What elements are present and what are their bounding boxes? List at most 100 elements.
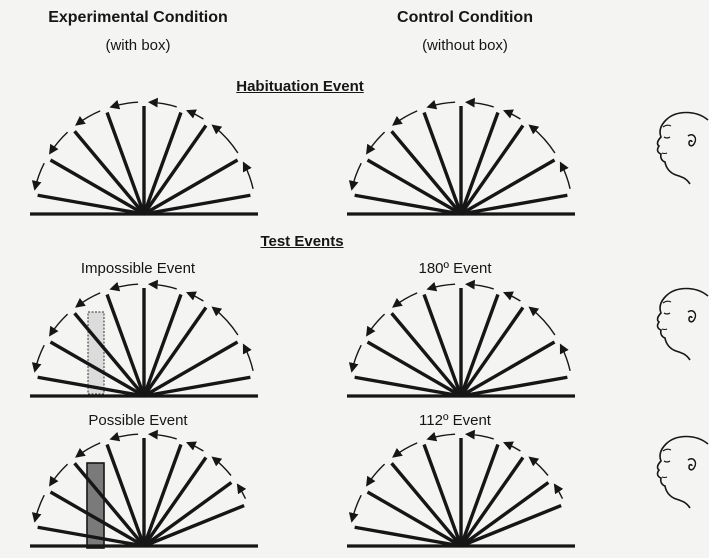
motion-arrow-icon <box>49 463 69 487</box>
impossible-event-diagram <box>30 279 258 398</box>
rotating-screen <box>142 124 208 215</box>
motion-arrow-icon <box>464 97 494 108</box>
rotating-screen <box>422 111 463 215</box>
head-outline <box>656 435 709 509</box>
rotating-screen <box>37 193 145 216</box>
impossible-event-label: Impossible Event <box>80 260 196 277</box>
motion-arrow-icon <box>464 279 494 290</box>
habituation-event-heading: Habituation Event <box>236 78 364 95</box>
motion-arrow-icon <box>348 494 362 523</box>
rotating-screen <box>390 312 463 398</box>
rotating-screen <box>49 158 145 216</box>
rotating-screen <box>354 193 462 216</box>
degree-112-event-label: 112º Event <box>419 412 491 429</box>
rotating-screen <box>460 503 562 548</box>
rotating-screen <box>459 306 525 397</box>
possible-event-diagram <box>30 429 258 549</box>
rotating-screen <box>459 124 525 215</box>
motion-arrow-icon <box>528 306 556 336</box>
motion-arrow-icon <box>109 431 139 442</box>
motion-arrow-icon <box>147 279 177 290</box>
rotating-screen <box>142 443 183 547</box>
motion-arrow-icon <box>31 162 45 191</box>
rotating-screen <box>460 158 556 216</box>
brow <box>662 300 672 304</box>
motion-arrow-icon <box>528 456 549 476</box>
motion-arrow-icon <box>49 131 69 155</box>
motion-arrow-icon <box>211 306 239 336</box>
motion-arrow-icon <box>185 441 204 452</box>
rotating-screen <box>142 456 208 547</box>
motion-arrow-icon <box>185 291 204 302</box>
rotating-screen <box>37 525 145 548</box>
rotating-screen <box>105 443 146 547</box>
motion-arrow-icon <box>147 429 177 440</box>
degree-180-event-label: 180º Event <box>418 260 492 277</box>
motion-arrow-icon <box>109 281 139 292</box>
brow <box>662 448 672 452</box>
rotating-screen <box>459 293 500 397</box>
motion-arrow-icon <box>75 110 101 126</box>
motion-arrow-icon <box>426 99 456 110</box>
ear <box>687 457 697 471</box>
motion-arrow-icon <box>502 291 521 302</box>
degree-180-event-diagram <box>347 279 575 398</box>
rotating-screen <box>366 490 462 548</box>
motion-arrow-icon <box>348 162 362 191</box>
rotating-screen <box>143 503 245 548</box>
rotating-screen <box>366 340 462 398</box>
degree-112-event-diagram <box>347 429 575 548</box>
rotating-screen <box>49 340 145 398</box>
rotating-screen <box>459 456 525 547</box>
habituation-control-diagram <box>347 97 575 216</box>
rotating-screen <box>422 293 463 397</box>
motion-arrow-icon <box>464 429 494 440</box>
infant-head-icon <box>656 111 709 185</box>
mouth <box>661 328 668 331</box>
rotating-screen <box>73 130 146 216</box>
motion-arrow-icon <box>211 456 232 476</box>
experimental-condition-title: Experimental Condition <box>48 9 228 26</box>
rotating-screen <box>142 293 183 397</box>
rotating-screen <box>143 340 239 398</box>
motion-arrow-icon <box>502 109 521 120</box>
control-condition-title: Control Condition <box>397 9 533 26</box>
possible-event-label: Possible Event <box>88 412 188 429</box>
motion-arrow-icon <box>392 110 418 126</box>
motion-arrow-icon <box>242 161 254 189</box>
motion-arrow-icon <box>75 292 101 308</box>
rotating-screen <box>390 462 463 548</box>
control-condition-subtitle: (without box) <box>422 37 508 54</box>
rotating-screen <box>105 293 146 397</box>
brow <box>662 124 672 128</box>
motion-arrow-icon <box>75 442 101 458</box>
motion-arrow-icon <box>31 494 45 523</box>
motion-arrow-icon <box>348 344 362 373</box>
motion-arrow-icon <box>31 344 45 373</box>
rotating-screen <box>460 193 568 216</box>
rotating-screen <box>390 130 463 216</box>
rotating-screen <box>354 375 462 398</box>
rotating-screen <box>354 525 462 548</box>
motion-arrow-icon <box>528 124 556 154</box>
motion-arrow-icon <box>242 343 254 371</box>
infant-head-icon <box>656 435 709 509</box>
rotating-screen <box>143 158 239 216</box>
rotating-screen <box>422 443 463 547</box>
rotating-screen <box>105 111 146 215</box>
motion-arrow-icon <box>559 343 571 371</box>
motion-arrow-icon <box>236 483 247 499</box>
experimental-condition-subtitle: (with box) <box>105 37 171 54</box>
motion-arrow-icon <box>392 292 418 308</box>
rotating-screen <box>459 443 500 547</box>
motion-arrow-icon <box>185 109 204 120</box>
rotating-screen <box>143 481 233 548</box>
motion-arrow-icon <box>366 131 386 155</box>
motion-arrow-icon <box>147 97 177 108</box>
head-outline <box>656 287 709 361</box>
rotating-screen <box>73 312 146 398</box>
rotating-screen <box>142 111 183 215</box>
rotating-screen <box>143 375 251 398</box>
motion-arrow-icon <box>559 161 571 189</box>
